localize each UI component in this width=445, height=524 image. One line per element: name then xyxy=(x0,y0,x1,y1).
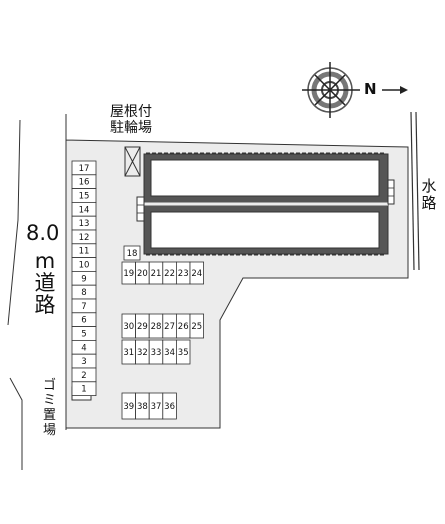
parking-slot-number: 20 xyxy=(137,269,148,279)
parking-slot: 9 xyxy=(71,270,97,286)
north-label: N xyxy=(364,80,377,98)
parking-slot-number: 10 xyxy=(79,261,90,271)
building xyxy=(136,152,395,256)
parking-slot: 19 xyxy=(121,261,137,285)
parking-slot-number: 23 xyxy=(178,269,189,279)
parking-slot: 17 xyxy=(71,160,97,176)
bicycle-parking xyxy=(124,146,141,177)
parking-slot-number: 30 xyxy=(123,322,134,332)
parking-slot: 24 xyxy=(189,261,205,285)
parking-slot-number: 13 xyxy=(79,219,90,229)
parking-slot-number: 16 xyxy=(79,178,90,188)
bicycle-parking-label-line2: 駐輪場 xyxy=(110,120,152,136)
parking-slot: 39 xyxy=(121,392,137,420)
parking-slot-number: 31 xyxy=(123,348,134,358)
parking-slot: 33 xyxy=(148,339,164,365)
parking-slot: 23 xyxy=(175,261,191,285)
parking-slot: 32 xyxy=(135,339,150,365)
parking-slot-number: 4 xyxy=(81,343,86,353)
parking-slot: 34 xyxy=(162,339,177,365)
parking-slot: 1 xyxy=(71,381,97,396)
parking-slot-number: 37 xyxy=(151,402,162,412)
north-arrow-icon xyxy=(302,62,408,118)
parking-slot-number: 12 xyxy=(79,233,90,243)
parking-slot: 12 xyxy=(71,229,97,245)
parking-slot-number: 7 xyxy=(81,302,86,312)
parking-slot: 29 xyxy=(135,313,150,339)
parking-slot: 31 xyxy=(121,339,137,365)
parking-slot-number: 19 xyxy=(123,269,134,279)
waterway-label: 水路 xyxy=(421,177,437,212)
parking-slot: 11 xyxy=(71,243,97,259)
parking-slot-number: 28 xyxy=(151,322,162,332)
parking-slot: 16 xyxy=(71,174,97,190)
road-edge-left xyxy=(7,119,21,326)
parking-slot: 13 xyxy=(71,215,97,231)
parking-slot-number: 35 xyxy=(178,348,189,358)
parking-slot: 7 xyxy=(71,298,97,314)
parking-slot: 10 xyxy=(71,257,97,272)
parking-slot-number: 11 xyxy=(79,247,90,257)
parking-slot: 22 xyxy=(162,261,177,285)
parking-slot: 20 xyxy=(135,261,150,285)
parking-slot-number: 38 xyxy=(137,402,148,412)
parking-slot-number: 36 xyxy=(164,402,175,412)
parking-slot: 38 xyxy=(135,392,150,420)
parking-slot-number: 9 xyxy=(81,274,86,284)
parking-slot-number: 8 xyxy=(81,288,86,298)
parking-slot: 5 xyxy=(71,326,97,341)
parking-slot-number: 2 xyxy=(81,371,86,381)
parking-slot: 14 xyxy=(71,201,97,217)
parking-slot: 3 xyxy=(71,353,97,369)
parking-slot-number: 17 xyxy=(79,164,90,174)
road-width-value: 8.0 xyxy=(26,221,60,245)
waterway-line-2 xyxy=(415,111,420,271)
road-width-unit: m道路 xyxy=(34,249,56,317)
parking-slot: 30 xyxy=(121,313,137,339)
parking-slot: 4 xyxy=(71,339,97,355)
parking-slot-number: 25 xyxy=(191,322,202,332)
parking-slot-number: 32 xyxy=(137,348,148,358)
parking-slot: 6 xyxy=(71,312,97,327)
garbage-label: ゴミ置場 xyxy=(42,378,56,438)
parking-slot: 37 xyxy=(148,392,164,420)
parking-slot-number: 27 xyxy=(164,322,175,332)
parking-slot: 35 xyxy=(175,339,191,365)
parking-slot: 15 xyxy=(71,188,97,203)
parking-slot-number: 22 xyxy=(164,269,175,279)
road-edge-left-lower xyxy=(9,377,23,470)
parking-slot: 18 xyxy=(123,245,141,261)
parking-slot: 8 xyxy=(71,284,97,300)
parking-slot-number: 1 xyxy=(81,385,86,395)
parking-slot-number: 26 xyxy=(178,322,189,332)
parking-slot-number: 34 xyxy=(164,348,175,358)
parking-slot: 27 xyxy=(162,313,177,339)
parking-slot: 36 xyxy=(162,392,177,420)
parking-slot-number: 5 xyxy=(81,330,86,340)
parking-slot-number: 29 xyxy=(137,322,148,332)
parking-slot: 2 xyxy=(71,367,97,383)
parking-slot-number: 14 xyxy=(79,205,90,215)
waterway-line-1 xyxy=(410,111,415,271)
parking-slot: 25 xyxy=(189,313,205,339)
parking-slot-number: 15 xyxy=(79,192,90,202)
parking-slot: 28 xyxy=(148,313,164,339)
parking-slot-number: 3 xyxy=(81,357,86,367)
parking-slot-number: 33 xyxy=(151,348,162,358)
parking-slot-number: 6 xyxy=(81,316,86,326)
parking-slot-number: 39 xyxy=(123,402,134,412)
parking-slot-number: 18 xyxy=(127,249,138,259)
parking-slot: 26 xyxy=(175,313,191,339)
parking-slot: 21 xyxy=(148,261,164,285)
bicycle-parking-label-line1: 屋根付 xyxy=(110,104,152,120)
parking-slot-number: 21 xyxy=(151,269,162,279)
parking-slot-number: 24 xyxy=(191,269,202,279)
